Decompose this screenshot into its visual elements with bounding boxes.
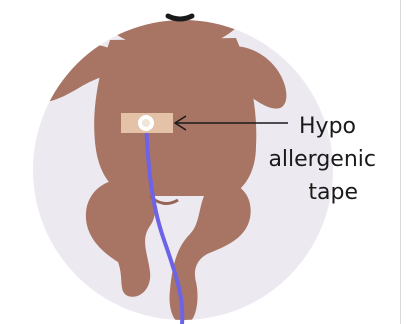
infant-torso [94,38,256,196]
frame-edge-divider [400,0,401,324]
infant-mouth [168,16,192,19]
label-line-3: tape [308,182,358,204]
electrode-sensor-center [142,119,150,127]
label-line-2: allergenic [268,149,376,171]
label-line-1: Hypo [299,116,356,138]
